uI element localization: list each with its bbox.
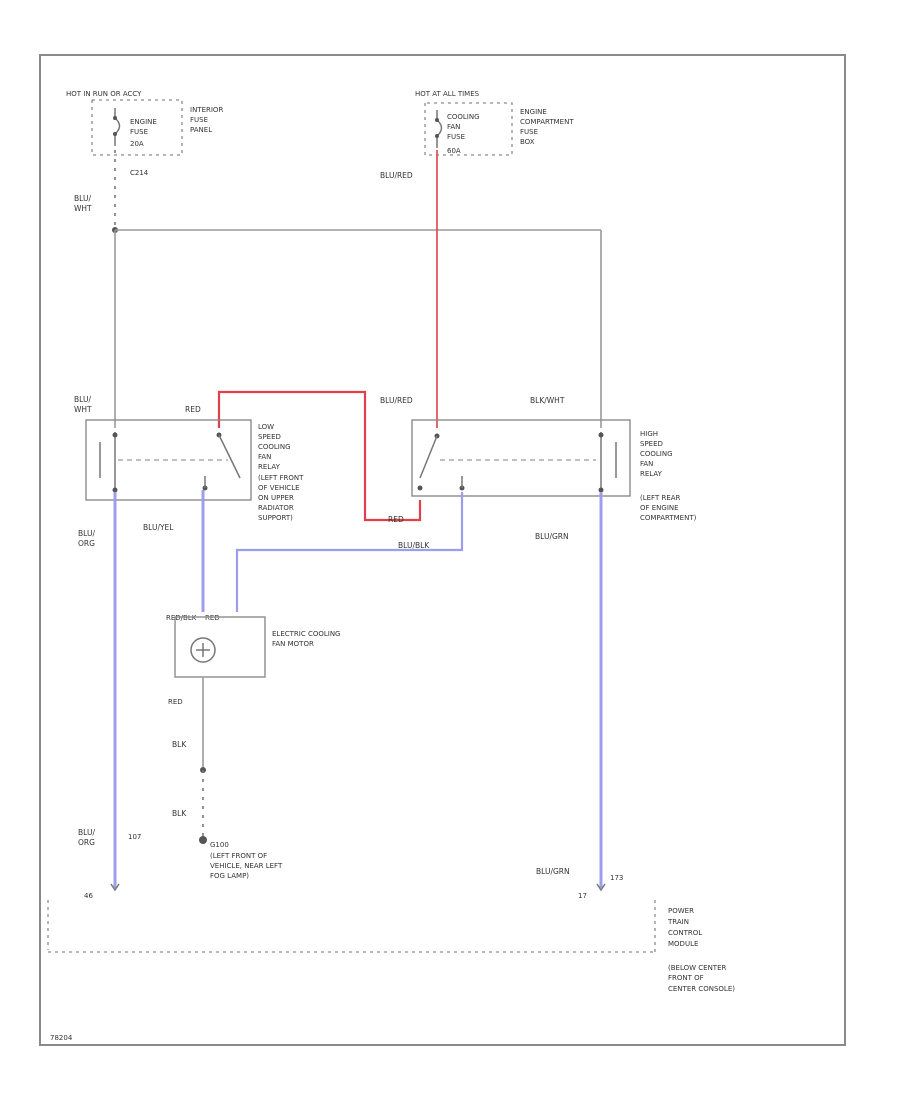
label-red-blk: RED/BLK xyxy=(166,614,197,622)
label-blu-yel: BLU/YEL xyxy=(143,523,174,532)
left-fuse-header: HOT IN RUN OR ACCY xyxy=(66,90,142,98)
left-fuse-desc: INTERIOR FUSE PANEL xyxy=(190,106,226,134)
right-fuse-icon xyxy=(436,110,443,148)
label-blu-org-bottom: BLU/ ORG xyxy=(78,828,97,847)
label-blu-red-relay: BLU/RED xyxy=(380,396,413,405)
low-relay-switch-icon xyxy=(218,434,241,479)
footer-code: 78204 xyxy=(50,1034,73,1042)
pin-num-left: 107 xyxy=(128,833,141,841)
left-fuse-circuit: C214 xyxy=(130,169,149,177)
fan-motor-icon xyxy=(190,637,216,663)
pin-left: 46 xyxy=(84,892,93,900)
left-fuse-name: ENGINE FUSE 20A xyxy=(130,118,159,148)
low-speed-relay xyxy=(85,419,252,501)
high-relay-label: HIGH SPEED COOLING FAN RELAY (LEFT REAR … xyxy=(640,430,697,522)
pcm-location-label: (BELOW CENTER FRONT OF CENTER CONSOLE) xyxy=(668,964,735,993)
fan-motor-label: ELECTRIC COOLING FAN MOTOR xyxy=(272,630,343,648)
pin-right: 17 xyxy=(578,892,587,900)
wire-blu-blk xyxy=(235,492,464,612)
label-blu-org-left: BLU/ ORG xyxy=(78,529,97,548)
ground-icon xyxy=(199,836,207,844)
high-speed-relay xyxy=(411,419,631,497)
high-relay-switch-icon xyxy=(419,435,438,479)
label-blu-grn-bottom: BLU/GRN xyxy=(536,867,570,876)
label-blu-grn-right: BLU/GRN xyxy=(535,532,569,541)
right-fuse-name: COOLING FAN FUSE 60A xyxy=(447,113,482,155)
left-fuse-icon xyxy=(114,108,121,146)
label-red-lower: RED xyxy=(388,515,404,524)
label-blu-wht-relay: BLU/ WHT xyxy=(74,395,93,414)
right-fuse-header: HOT AT ALL TIMES xyxy=(415,90,480,98)
label-blk-wht: BLK/WHT xyxy=(530,396,565,405)
right-fuse-box xyxy=(424,102,513,156)
label-blu-wht-top: BLU/ WHT xyxy=(74,194,93,213)
label-blu-blk: BLU/BLK xyxy=(398,541,430,550)
label-red: RED xyxy=(205,614,220,622)
diagram-frame xyxy=(39,54,846,1046)
low-relay-label: LOW SPEED COOLING FAN RELAY (LEFT FRONT … xyxy=(258,423,306,522)
wire-red xyxy=(217,390,422,522)
cooling-fan-motor xyxy=(174,616,266,678)
pin-num-right: 173 xyxy=(610,874,623,882)
right-fuse-desc: ENGINE COMPARTMENT FUSE BOX xyxy=(520,108,576,146)
label-blk-lower: BLK xyxy=(172,809,187,818)
label-blu-red-top: BLU/RED xyxy=(380,171,413,180)
label-red-blk: RED xyxy=(168,698,183,706)
label-blk-upper: BLK xyxy=(172,740,187,749)
ground-label: G100 (LEFT FRONT OF VEHICLE, NEAR LEFT F… xyxy=(210,841,284,880)
label-red: RED xyxy=(185,405,201,414)
left-fuse-box xyxy=(91,100,183,156)
pcm-label: POWER TRAIN CONTROL MODULE xyxy=(667,907,704,948)
